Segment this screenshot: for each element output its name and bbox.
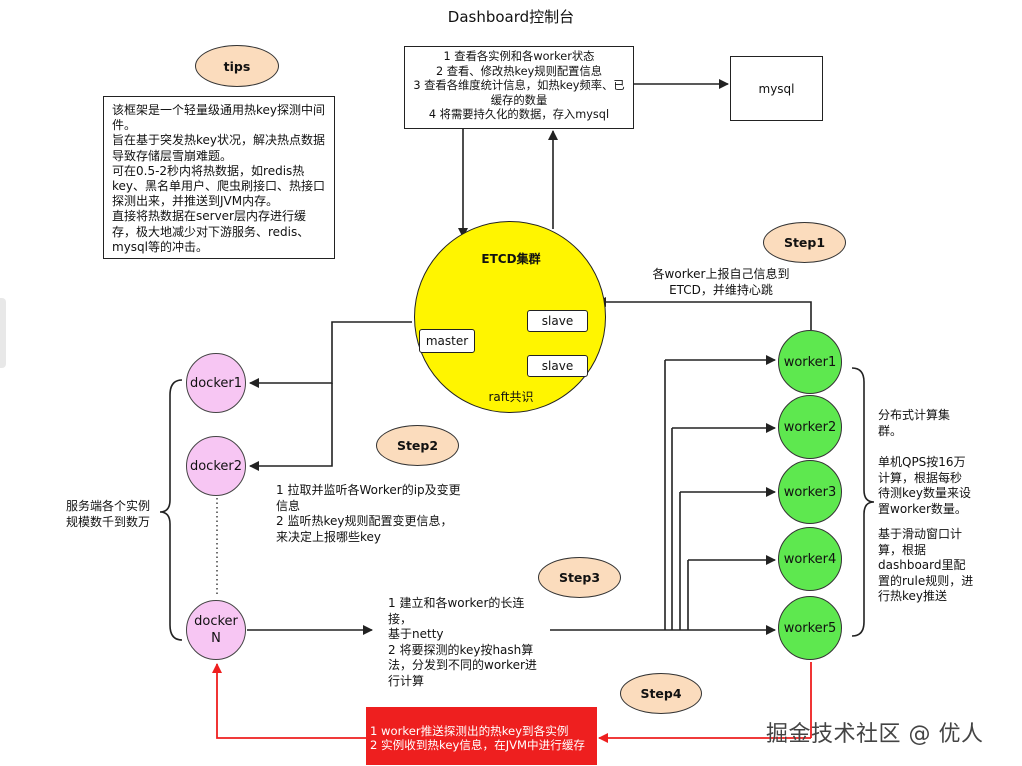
slave-node: slave (527, 310, 588, 332)
redbox-to-dockerN-arrow (212, 663, 366, 739)
etcd-to-docker1-arrow (249, 321, 412, 388)
mysql-box: mysql (730, 56, 823, 121)
worker-qps-note: 单机QPS按16万 计算，根据每秒 待测key数量来设 置worker数量。 (878, 455, 972, 516)
watermark: 掘金技术社区 @ 优人 (766, 722, 984, 747)
page-title: Dashboard控制台 (447, 8, 575, 26)
etcd-title: ETCD集群 (481, 252, 541, 266)
etcd-to-docker2-arrow (249, 383, 333, 471)
raft-label: raft共识 (488, 390, 534, 404)
slave-node: slave (527, 355, 588, 377)
tips-bubble: tips (195, 45, 279, 87)
worker4-node: worker4 (778, 527, 842, 591)
tips-line: 旨在基于突发热key状况，解决热点数据导致存储层雪崩难题。 (112, 133, 326, 163)
master-node: master (419, 329, 475, 353)
worker1-heartbeat-arrow (596, 297, 812, 330)
step1-text: 各worker上报自己信息到 ETCD，并维持心跳 (652, 267, 790, 297)
service-instances-note: 服务端各个实例 规模数千到数万 (66, 499, 151, 529)
step3-text: 1 建立和各worker的长连接， 基于netty 2 将要探测的key按has… (388, 596, 537, 688)
step4-bubble: Step4 (620, 673, 702, 714)
docker1-node: docker1 (186, 353, 246, 413)
tips-line: 可在0.5-2秒内将热数据，如redis热key、黑名单用户、爬虫刷接口、热接口… (112, 163, 326, 209)
dashboard-line: 4 将需要持久化的数据，存入mysql (428, 108, 610, 121)
step3-bubble: Step3 (538, 557, 621, 598)
tips-box: 该框架是一个轻量级通用热key探测中间件。 旨在基于突发热key状况，解决热点数… (103, 96, 335, 259)
dashboard-line: 2 查看、修改热key规则配置信息 (435, 64, 603, 78)
worker5-node: worker5 (778, 596, 842, 660)
tips-line: 该框架是一个轻量级通用热key探测中间件。 (112, 103, 326, 133)
step4-push-box: 1 worker推送探测出的热key到各实例 2 实例收到热key信息，在JVM… (366, 707, 597, 765)
tips-line: 直接将热数据在server层内存进行缓存，极大地减少对下游服务、redis、my… (112, 209, 310, 254)
step2-bubble: Step2 (376, 425, 459, 466)
worker-window-note: 基于滑动窗口计 算，根据 dashboard里配 置的rule规则，进 行热ke… (878, 527, 974, 603)
dockerN-node: docker N (186, 600, 246, 660)
worker3-node: worker3 (778, 460, 842, 524)
dashboard-line: 1 查看各实例和各worker状态 (443, 50, 595, 63)
docker-group-brace (159, 379, 183, 641)
worker-group-brace (851, 367, 875, 637)
step2-text: 1 拉取并监听各Worker的ip及变更 信息 2 监听热key规则配置变更信息… (276, 483, 461, 544)
worker1-node: worker1 (778, 330, 842, 394)
side-panel-tab[interactable] (0, 298, 6, 368)
worker2-node: worker2 (778, 395, 842, 459)
worker-cluster-note: 分布式计算集 群。 (878, 408, 951, 438)
dashboard-line: 3 查看各维度统计信息，如热key频率、已缓存的数量 (413, 79, 625, 107)
step1-bubble: Step1 (763, 222, 846, 263)
docker2-node: docker2 (186, 436, 246, 496)
dashboard-box: 1 查看各实例和各worker状态 2 查看、修改热key规则配置信息 3 查看… (404, 46, 634, 129)
